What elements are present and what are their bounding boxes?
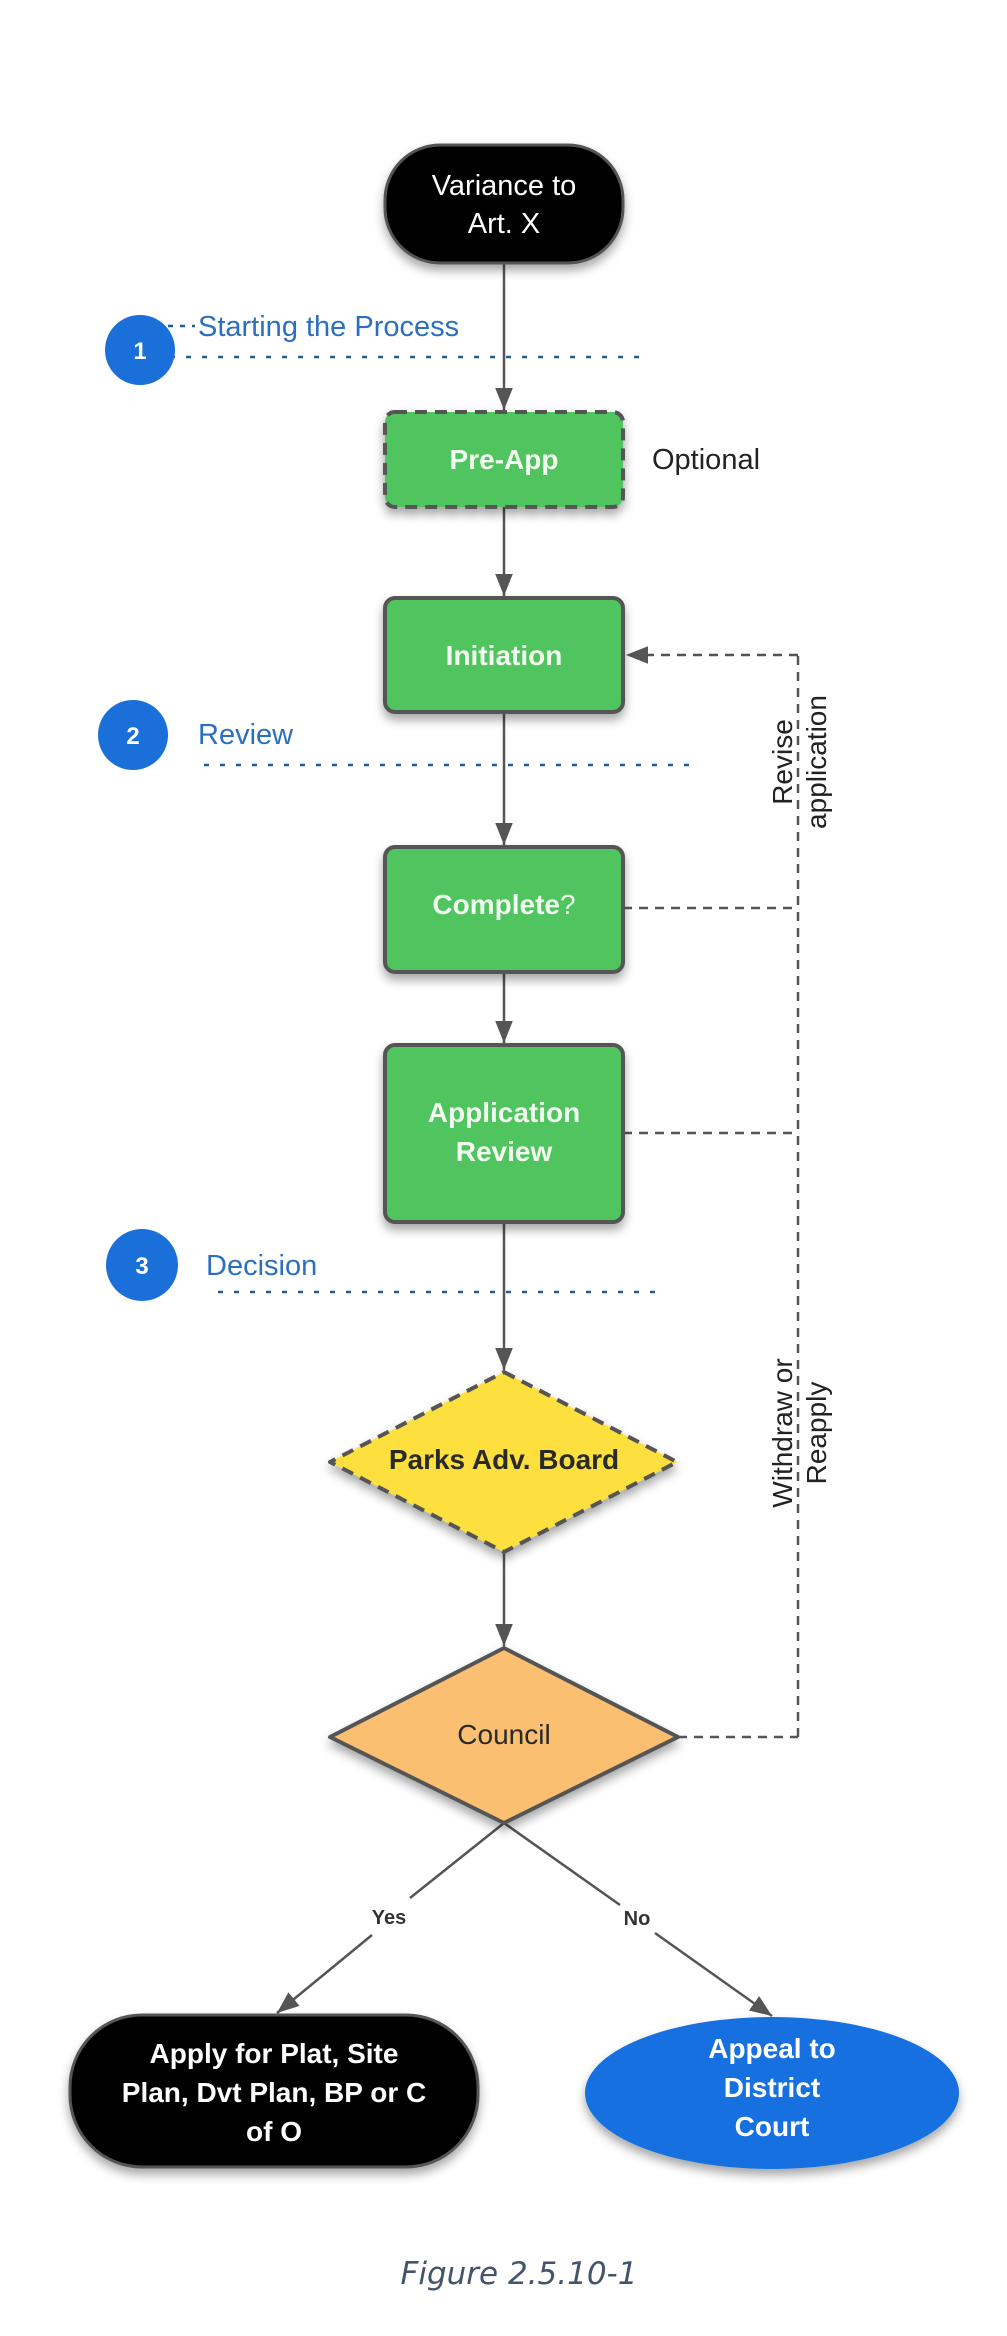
optional-note: Optional [652, 444, 760, 476]
node-initiation-shape [383, 596, 625, 714]
node-complete-label: Complete [432, 889, 560, 920]
node-complete-shape [383, 845, 625, 974]
withdraw-label: Withdraw or Reapply [767, 1358, 832, 1507]
node-complete-text: Complete? [432, 889, 575, 920]
edge-council-no-bottom [654, 1931, 773, 2018]
node-appeal-shape [585, 2017, 959, 2169]
node-parks-board-label: Parks Adv. Board [389, 1444, 619, 1475]
node-complete[interactable] [383, 845, 625, 974]
revise-label-line1: Revise [767, 719, 798, 805]
phase-1-number: 1 [133, 338, 146, 365]
node-apply-shape [68, 2013, 480, 2169]
node-preapp[interactable] [383, 410, 625, 509]
node-preapp-shape [383, 410, 625, 509]
revise-label: Revise application [767, 695, 832, 829]
node-apply-line2: Plan, Dvt Plan, BP or C [122, 2077, 426, 2108]
phase-2-badge [98, 700, 168, 770]
node-council[interactable] [328, 1646, 680, 1825]
node-complete-suffix: ? [560, 889, 576, 920]
edge-council-yes-top [409, 1822, 505, 1899]
node-application-review-line1: Application [428, 1097, 580, 1128]
edge-label-no: No [624, 1908, 651, 1930]
revise-label-line2: application [801, 695, 832, 829]
edge-label-yes: Yes [372, 1907, 406, 1929]
phase-3-number: 3 [135, 1253, 148, 1280]
phase-3: 3 Decision [106, 1229, 665, 1301]
phase-3-label: Decision [206, 1250, 317, 1282]
node-start-shape [383, 143, 625, 265]
node-parks-board[interactable] [328, 1370, 679, 1554]
node-apply-line3: of O [246, 2116, 302, 2147]
node-start[interactable] [383, 143, 625, 265]
node-parks-board-shape [328, 1370, 679, 1554]
node-appeal-line3: Court [735, 2111, 810, 2142]
phase-2-number: 2 [126, 723, 139, 750]
node-initiation-label: Initiation [446, 640, 563, 671]
node-appeal[interactable] [585, 2017, 959, 2169]
phase-3-badge [106, 1229, 178, 1301]
phase-2: 2 Review [98, 700, 700, 770]
node-council-label: Council [457, 1719, 550, 1750]
phase-1: 1 Starting the Process [105, 311, 650, 385]
node-council-shape [328, 1646, 680, 1825]
node-application-review[interactable] [383, 1043, 625, 1224]
node-start-line2: Art. X [468, 208, 541, 240]
edge-council-yes-bottom [276, 1934, 373, 2014]
node-apply-line1: Apply for Plat, Site [150, 2038, 399, 2069]
withdraw-label-line2: Reapply [801, 1382, 832, 1485]
phase-1-badge [105, 315, 175, 385]
node-apply[interactable] [68, 2013, 480, 2169]
connectors [276, 263, 773, 2018]
node-appeal-line2: District [724, 2072, 820, 2103]
figure-caption: Figure 2.5.10-1 [401, 2256, 638, 2292]
node-application-review-line2: Review [456, 1136, 553, 1167]
node-preapp-label: Pre-App [450, 444, 559, 475]
edge-council-no-top [503, 1821, 621, 1907]
withdraw-label-line1: Withdraw or [767, 1358, 798, 1507]
node-initiation[interactable] [383, 596, 625, 714]
node-appeal-line1: Appeal to [708, 2033, 836, 2064]
phase-2-label: Review [198, 719, 294, 751]
node-application-review-shape [383, 1043, 625, 1224]
feedback-loop [623, 646, 800, 1739]
phase-1-label: Starting the Process [198, 311, 459, 343]
node-start-line1: Variance to [432, 170, 577, 202]
